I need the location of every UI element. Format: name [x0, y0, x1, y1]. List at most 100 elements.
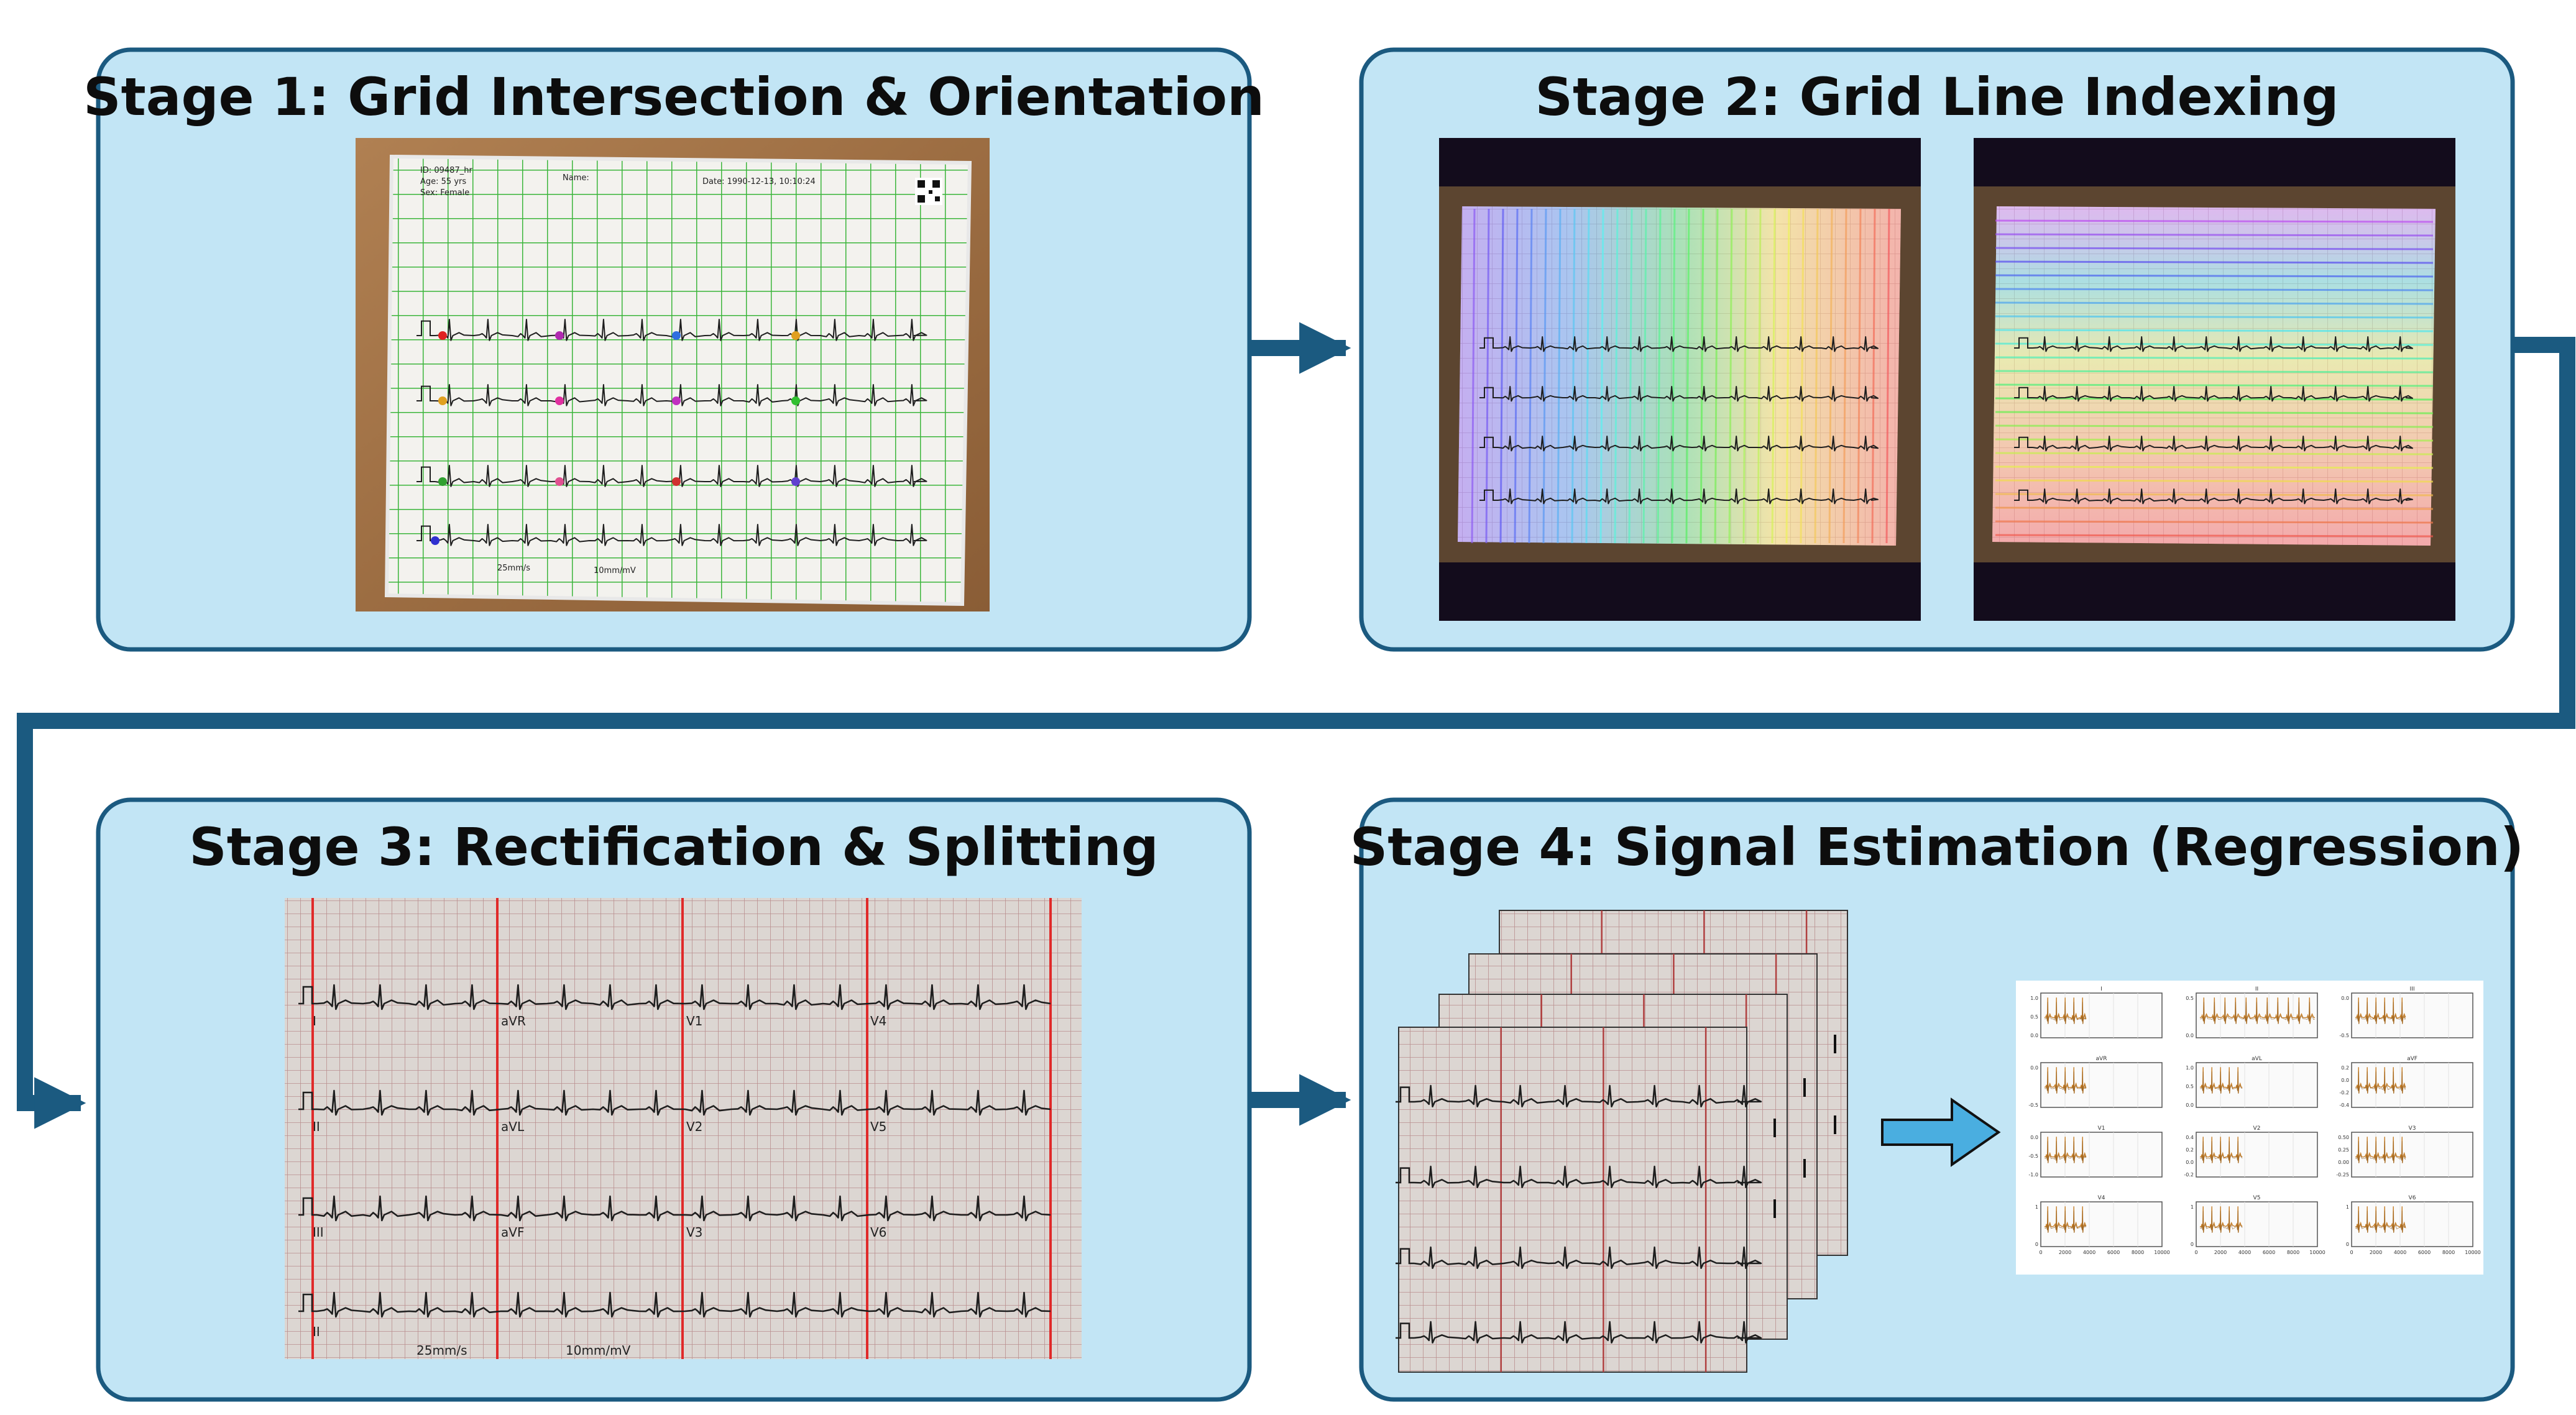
stage-4-title: Stage 4: Signal Estimation (Regression) [1350, 817, 2524, 877]
signal-plot-xtick: 10000 [2465, 1250, 2480, 1255]
stage-3-rectified-ecg: I aVR V1 V4 II aVL V2 V5 III aVF V3 V6 I… [285, 898, 1082, 1359]
horizontal-grid-line-index-overlay [1995, 219, 2434, 538]
signal-plot-ytick: 0.0 [2186, 1033, 2194, 1038]
signal-plot-ytick: -0.2 [2339, 1090, 2349, 1096]
stage-3-lead-labels: I aVR V1 V4 II aVL V2 V5 III aVF V3 V6 I… [313, 1014, 886, 1339]
signal-plot-ytick: 0.2 [2186, 1147, 2194, 1153]
signal-plot-xtick: 8000 [2287, 1250, 2299, 1255]
signal-plot-ytick: 1 [2191, 1204, 2194, 1210]
signal-plot-ytick: 0.25 [2338, 1147, 2349, 1153]
signal-plot-ytick: -0.4 [2339, 1102, 2349, 1108]
lead-label: V3 [686, 1225, 702, 1240]
signal-plot-ytick: 0 [2191, 1242, 2194, 1247]
signal-plot-title: V5 [2253, 1195, 2261, 1201]
signal-plot-title: III [2410, 986, 2415, 992]
signal-plot-xtick: 4000 [2394, 1250, 2406, 1255]
signal-plot-ytick: -0.5 [2028, 1153, 2038, 1159]
stage-1-gain: 10mm/mV [594, 566, 636, 575]
flow-arrows [17, 322, 2575, 1129]
signal-plot-xtick: 6000 [2418, 1250, 2431, 1255]
lead-label: aVR [501, 1014, 526, 1028]
signal-plot-ytick: 0.5 [2186, 996, 2194, 1001]
signal-plot-ytick: 0.0 [2030, 1065, 2038, 1071]
signal-plot-xtick: 10000 [2309, 1250, 2325, 1255]
signal-plot-ytick: 0.0 [2186, 1160, 2194, 1165]
signal-plot-xtick: 2000 [2214, 1250, 2227, 1255]
stage-3-title: Stage 3: Rectification & Splitting [189, 817, 1159, 877]
stage-2-title: Stage 2: Grid Line Indexing [1535, 66, 2339, 127]
signal-plot-ytick: 0 [2035, 1242, 2038, 1247]
signal-plot-xtick: 8000 [2442, 1250, 2455, 1255]
signal-plot-ytick: 1 [2035, 1204, 2038, 1210]
signal-plot-xtick: 2000 [2059, 1250, 2071, 1255]
ecg-paper-green-grid [384, 154, 972, 607]
signal-plot-ytick: -0.5 [2028, 1102, 2038, 1108]
signal-plot-xtick: 4000 [2083, 1250, 2095, 1255]
stage-2-photo-horizontal-lines [1974, 138, 2455, 621]
signal-plot-ytick: 0.5 [2186, 1084, 2194, 1089]
signal-plot-ytick: 0.2 [2341, 1065, 2349, 1071]
signal-plot-title: II [2255, 986, 2258, 992]
lead-label: V5 [870, 1119, 886, 1134]
signal-plot-ytick: 0 [2346, 1242, 2349, 1247]
ecg-id-text: ID: 09487_hr [420, 166, 472, 175]
signal-plot-ytick: 0.0 [2341, 1078, 2349, 1083]
signal-plot-title: aVL [2252, 1056, 2262, 1062]
lead-label: aVL [501, 1119, 525, 1134]
arrow-stage2-to-stage3 [17, 337, 2575, 1129]
stage-3-gain: 10mm/mV [566, 1343, 631, 1358]
signal-plot-xtick: 0 [2350, 1250, 2353, 1255]
signal-plot-ytick: 0.00 [2338, 1160, 2349, 1165]
stage-2b-ecg-traces [2014, 336, 2413, 505]
signal-plot-ytick: 0.0 [2341, 996, 2349, 1001]
signal-plot-ytick: -0.25 [2336, 1172, 2349, 1178]
lead-split-lines [311, 898, 1052, 1359]
signal-plot-ytick: -0.2 [2184, 1172, 2194, 1178]
stage-2-photo-vertical-lines [1439, 138, 1921, 621]
signal-plot-xtick: 10000 [2154, 1250, 2169, 1255]
stage-3-paper-speed: 25mm/s [416, 1343, 467, 1358]
signal-plot-title: V4 [2098, 1195, 2105, 1201]
signal-plot-xtick: 6000 [2107, 1250, 2120, 1255]
vertical-grid-line-index-overlay [1471, 208, 1890, 544]
signal-plot-ytick: 0.5 [2030, 1014, 2038, 1020]
stage-1-paper-speed: 25mm/s [497, 564, 530, 573]
stage-2a-ecg-traces [1479, 336, 1879, 505]
stage-4-signal-plots: I1.00.50.0II0.50.0III0.0-0.5aVR0.0-0.5aV… [2016, 981, 2483, 1275]
signal-plot-title: V1 [2098, 1125, 2105, 1132]
signal-plot-xtick: 4000 [2238, 1250, 2251, 1255]
lead-label: I [313, 1014, 316, 1028]
signal-plot-title: aVF [2407, 1056, 2417, 1062]
signal-plot-ytick: 1.0 [2186, 1065, 2194, 1071]
lead-label: V2 [686, 1119, 702, 1134]
signal-plot-ytick: 1.0 [2030, 996, 2038, 1001]
signal-plot-ytick: -1.0 [2028, 1172, 2038, 1178]
qr-code-icon [915, 178, 942, 205]
ecg-date-text: Date: 1990-12-13, 10:10:24 [702, 177, 816, 186]
signal-plot-xtick: 8000 [2132, 1250, 2144, 1255]
signal-plot-ytick: 0.0 [2186, 1102, 2194, 1108]
signal-plot-ytick: 1 [2346, 1204, 2349, 1210]
stage-1-photo: ID: 09487_hr Age: 55 yrs Sex: Female Nam… [356, 138, 990, 611]
signal-plot-ytick: 0.4 [2186, 1135, 2194, 1140]
lead-label: III [313, 1225, 324, 1240]
lead-label: II [313, 1324, 320, 1339]
stage-3-ecg-traces [298, 984, 1051, 1318]
signal-plot-title: V2 [2253, 1125, 2261, 1132]
ecg-age-text: Age: 55 yrs [420, 177, 466, 186]
signal-plot-title: V3 [2409, 1125, 2416, 1132]
signal-plot-title: V6 [2409, 1195, 2416, 1201]
stage-1-title: Stage 1: Grid Intersection & Orientation [83, 66, 1264, 127]
stage-4-lead-stack [1396, 910, 1848, 1373]
signal-plot-title: aVR [2096, 1056, 2107, 1062]
signal-plot-xtick: 0 [2039, 1250, 2042, 1255]
ecg-name-text: Name: [563, 173, 589, 183]
signal-plot-ytick: -0.5 [2339, 1033, 2349, 1038]
ecg-sex-text: Sex: Female [420, 188, 469, 198]
signal-plot-xtick: 2000 [2370, 1250, 2382, 1255]
signal-plot-ytick: 0.50 [2338, 1135, 2349, 1140]
lead-label: aVF [501, 1225, 524, 1240]
lead-label: V1 [686, 1014, 702, 1028]
stage-4-small-arrow [1881, 1097, 2001, 1167]
